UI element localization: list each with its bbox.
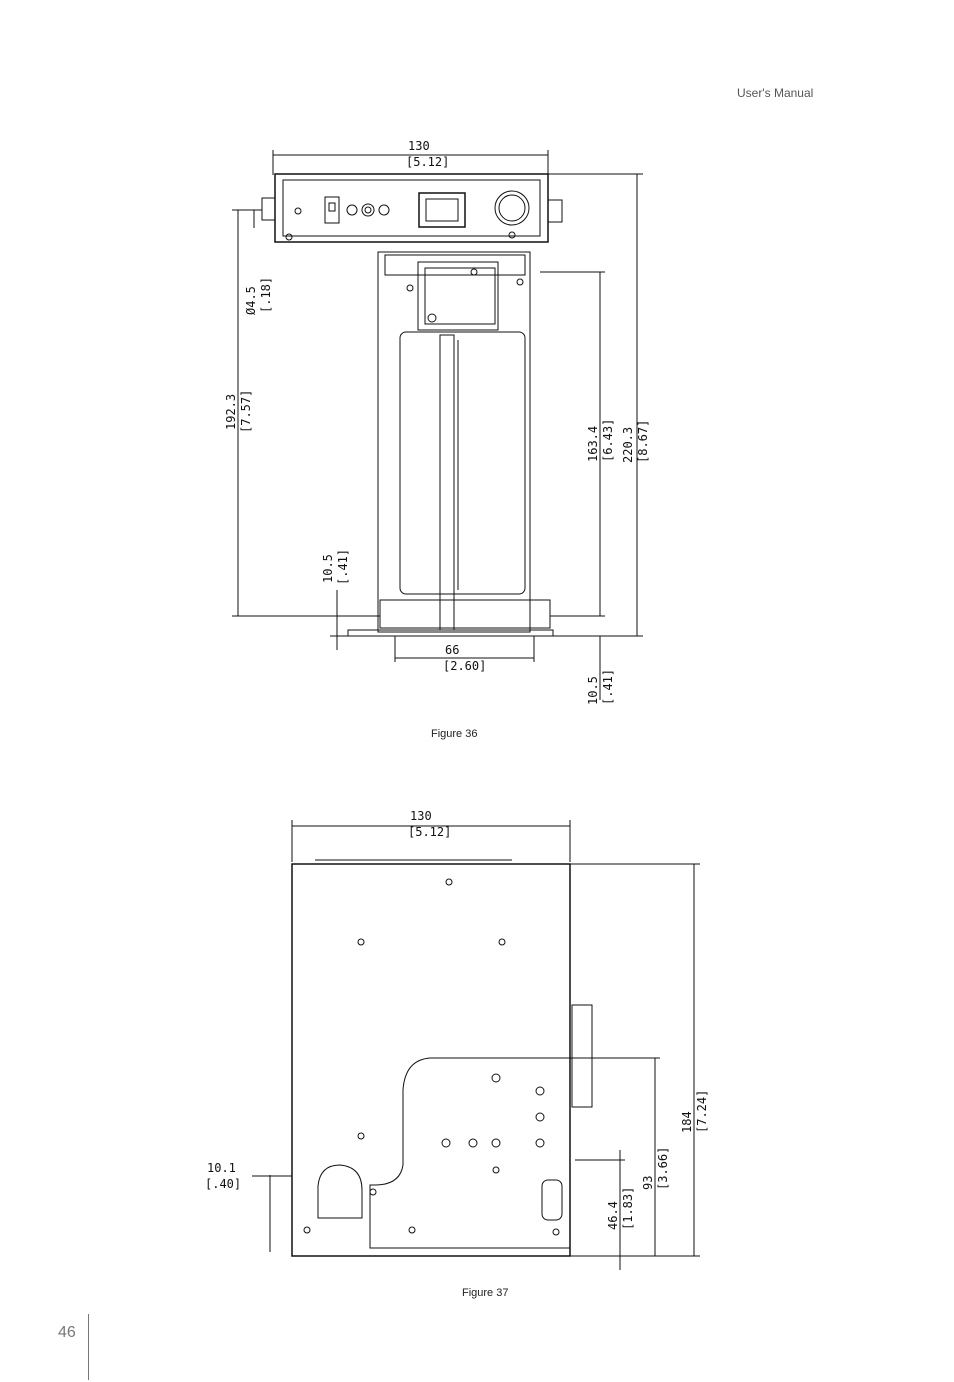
header-title: User's Manual: [737, 86, 814, 100]
fig37-width-in: [5.12]: [408, 825, 451, 839]
fig36-hole-in: [.18]: [259, 277, 273, 313]
fig36-off2-mm: 10.5: [586, 676, 600, 705]
fig36-hole-mm: Ø4.5: [244, 286, 258, 315]
fig37-d3-in: [7.24]: [695, 1090, 709, 1133]
figure-37-caption: Figure 37: [462, 1287, 509, 1299]
fig37-d2-in: [3.66]: [656, 1147, 670, 1190]
fig37-d2-mm: 93: [641, 1176, 655, 1190]
figure-36-caption: Figure 36: [431, 728, 478, 740]
fig37-d3-mm: 184: [680, 1111, 694, 1133]
fig36-h3-mm: 220.3: [621, 427, 635, 463]
fig36-width-mm: 130: [408, 139, 430, 153]
fig36-off2-in: [.41]: [601, 669, 615, 705]
fig36-base-in: [2.60]: [443, 659, 486, 673]
fig36-off1-in: [.41]: [336, 549, 350, 585]
fig36-h1-in: [7.57]: [239, 390, 253, 433]
fig36-h2-mm: 163.4: [586, 426, 600, 462]
fig37-d1-mm: 46.4: [606, 1201, 620, 1230]
fig37-d1-in: [1.83]: [621, 1187, 635, 1230]
fig36-off1-mm: 10.5: [321, 554, 335, 583]
fig36-width-in: [5.12]: [406, 155, 449, 169]
fig36-base-mm: 66: [445, 643, 459, 657]
fig37-width-mm: 130: [410, 809, 432, 823]
figure-36-drawing: 130 [5.12]: [224, 139, 650, 705]
page-number: 46: [58, 1324, 76, 1341]
fig37-left-in: [.40]: [205, 1177, 241, 1191]
fig37-left-mm: 10.1: [207, 1161, 236, 1175]
fig36-h2-in: [6.43]: [601, 419, 615, 462]
figure-37-drawing: 130 [5.12] 10.1 [.40] 46.4 [1.83]: [205, 809, 709, 1270]
page-divider: [88, 1314, 89, 1380]
fig36-h3-in: [8.67]: [636, 420, 650, 463]
fig36-h1-mm: 192.3: [224, 394, 238, 430]
